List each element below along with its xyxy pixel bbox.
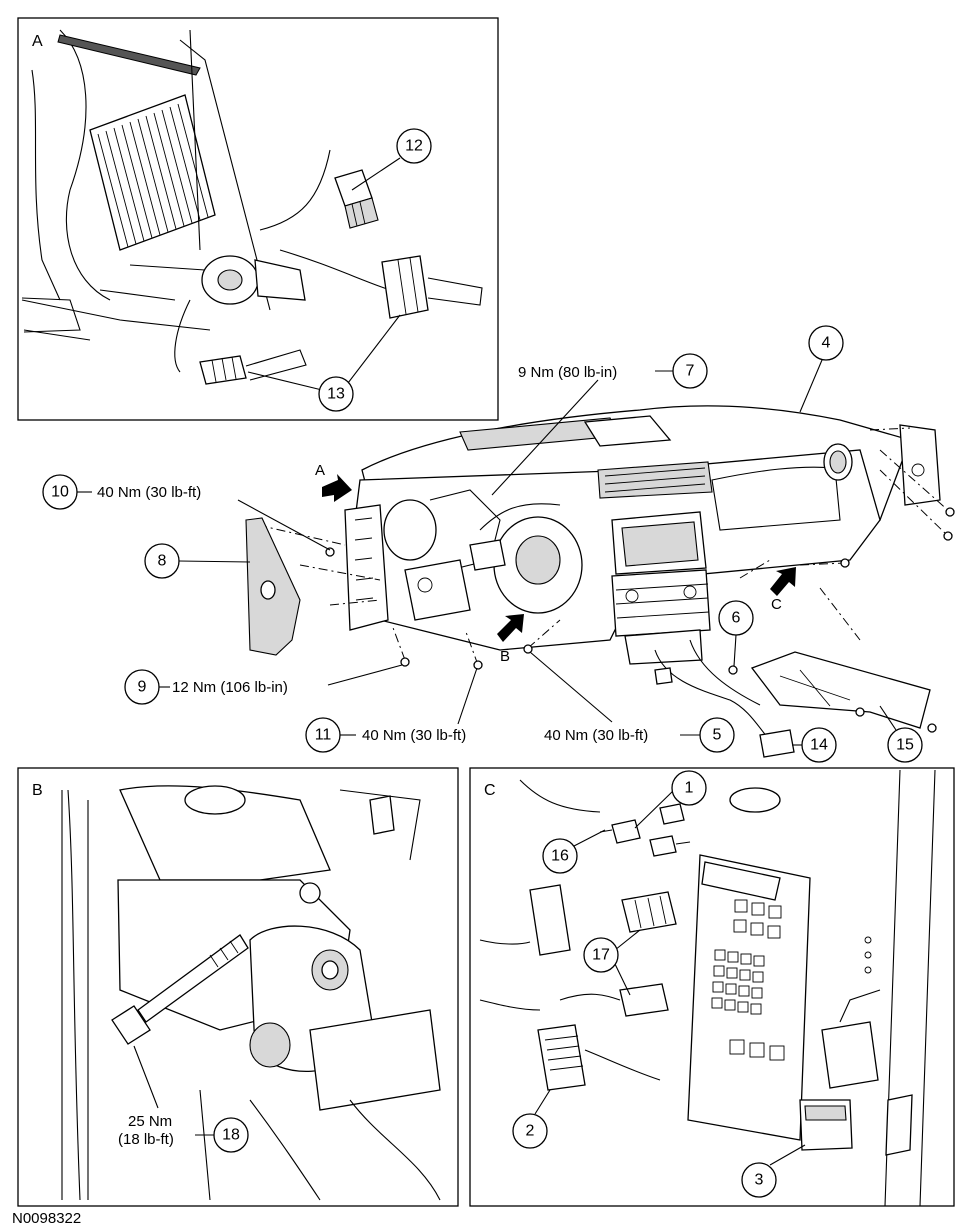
view-arrow-a-letter: A — [315, 462, 325, 479]
callout-group-4: 4 — [799, 325, 844, 413]
torque-9: 12 Nm (106 lb-in) — [172, 679, 288, 696]
callout-13: 13 — [327, 386, 345, 403]
connector-13-right — [381, 255, 483, 319]
torque-18-line2: (18 lb-ft) — [118, 1131, 174, 1148]
view-b-panel: B 25 Nm (18 lb-ft) — [17, 767, 459, 1207]
callout-group-11: 11 40 Nm (30 lb-ft) — [305, 667, 478, 753]
column-switch — [129, 249, 391, 305]
callout-16: 16 — [551, 848, 569, 865]
callout-4: 4 — [822, 335, 831, 352]
callout-5: 5 — [713, 727, 722, 744]
pinch-bolt — [111, 934, 249, 1045]
callout-12: 12 — [405, 138, 423, 155]
callout-group-10: 10 40 Nm (30 lb-ft) — [42, 474, 331, 551]
callout-group-14: 14 — [792, 727, 837, 763]
callout-7: 7 — [686, 363, 695, 380]
callout-1: 1 — [685, 780, 694, 797]
callout-group-7: 9 Nm (80 lb-in) 7 — [491, 353, 708, 496]
callout-8: 8 — [158, 553, 167, 570]
callout-group-9: 9 12 Nm (106 lb-in) — [124, 664, 403, 705]
view-arrow-b: B — [497, 614, 524, 665]
torque-11: 40 Nm (30 lb-ft) — [362, 727, 466, 744]
callout-14: 14 — [810, 737, 828, 754]
view-arrow-c: C — [770, 567, 796, 613]
bolts — [325, 507, 955, 733]
callout-17: 17 — [592, 947, 610, 964]
view-arrow-b-letter: B — [500, 648, 510, 665]
callout-18: 18 — [222, 1127, 240, 1144]
connector-12 — [334, 169, 379, 229]
connector-13-left — [199, 349, 307, 385]
callout-2: 2 — [526, 1123, 535, 1140]
callout-group-6: 6 — [718, 600, 754, 667]
callout-group-5: 40 Nm (30 lb-ft) 5 — [529, 651, 735, 753]
view-b-letter: B — [32, 782, 43, 799]
torque-18-line1: 25 Nm — [128, 1113, 172, 1130]
callout-group-8: 8 — [144, 543, 251, 579]
callout-group-15: 15 — [879, 705, 923, 763]
view-c-letter: C — [484, 782, 496, 799]
end-cover-8 — [245, 517, 301, 656]
callout-9: 9 — [138, 679, 147, 696]
connectors-17 — [559, 891, 677, 1017]
torque-7: 9 Nm (80 lb-in) — [518, 364, 617, 381]
view-a-panel: A — [17, 17, 499, 421]
view-arrow-a: A — [315, 462, 352, 502]
torque-10: 40 Nm (30 lb-ft) — [97, 484, 201, 501]
diodes-1-16 — [599, 803, 691, 857]
ribbed-module — [89, 94, 216, 251]
callout-11: 11 — [315, 727, 332, 744]
callout-3: 3 — [755, 1172, 764, 1189]
figure-id: N0098322 — [12, 1210, 81, 1227]
connector-2 — [537, 1024, 661, 1091]
instrument-panel-main — [245, 405, 955, 758]
view-c-panel: C — [469, 767, 955, 1207]
lower-cover-15 — [750, 651, 931, 729]
callout-15: 15 — [896, 737, 914, 754]
view-a-letter: A — [32, 33, 43, 50]
view-arrow-c-letter: C — [771, 596, 782, 613]
callout-10: 10 — [51, 484, 69, 501]
torque-5: 40 Nm (30 lb-ft) — [544, 727, 648, 744]
callout-6: 6 — [732, 610, 741, 627]
junction-box — [687, 854, 811, 1141]
